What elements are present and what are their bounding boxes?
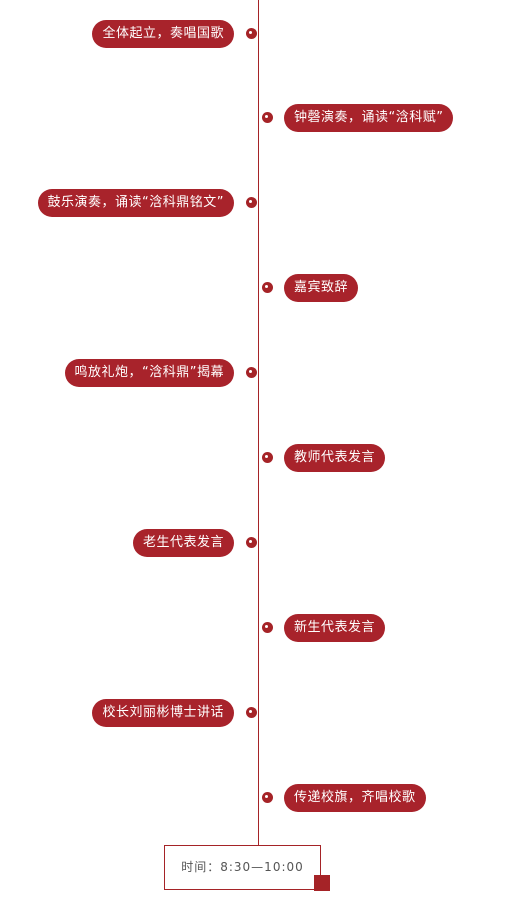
timeline-dot-1: [246, 28, 257, 39]
time-box: 时间：8:30—10:00: [164, 845, 321, 890]
timeline-dot-2: [262, 112, 273, 123]
timeline-dot-4: [262, 282, 273, 293]
time-box-corner: [314, 875, 330, 891]
timeline-dot-7: [246, 537, 257, 548]
timeline-item-9: 校长刘丽彬博士讲话: [92, 699, 234, 727]
timeline-dot-10: [262, 792, 273, 803]
timeline-item-7: 老生代表发言: [132, 529, 234, 557]
timeline-dot-8: [262, 622, 273, 633]
timeline-item-1: 全体起立，奏唱国歌: [92, 20, 234, 48]
timeline-item-8: 新生代表发言: [284, 614, 386, 642]
timeline-item-10: 传递校旗，齐唱校歌: [284, 784, 426, 812]
timeline-line: [258, 0, 259, 846]
time-text: 时间：8:30—10:00: [181, 860, 304, 874]
timeline-dot-3: [246, 197, 257, 208]
timeline-item-5: 鸣放礼炮，“浛科鼎”揭幕: [64, 359, 234, 387]
timeline-item-3: 鼓乐演奏，诵读“浛科鼎铭文”: [37, 189, 234, 217]
timeline-item-4: 嘉宾致辞: [284, 274, 359, 302]
timeline-dot-6: [262, 452, 273, 463]
timeline-dot-5: [246, 367, 257, 378]
timeline-dot-9: [246, 707, 257, 718]
timeline-item-6: 教师代表发言: [284, 444, 386, 472]
timeline-item-2: 钟磬演奏，诵读“浛科赋”: [284, 104, 454, 132]
